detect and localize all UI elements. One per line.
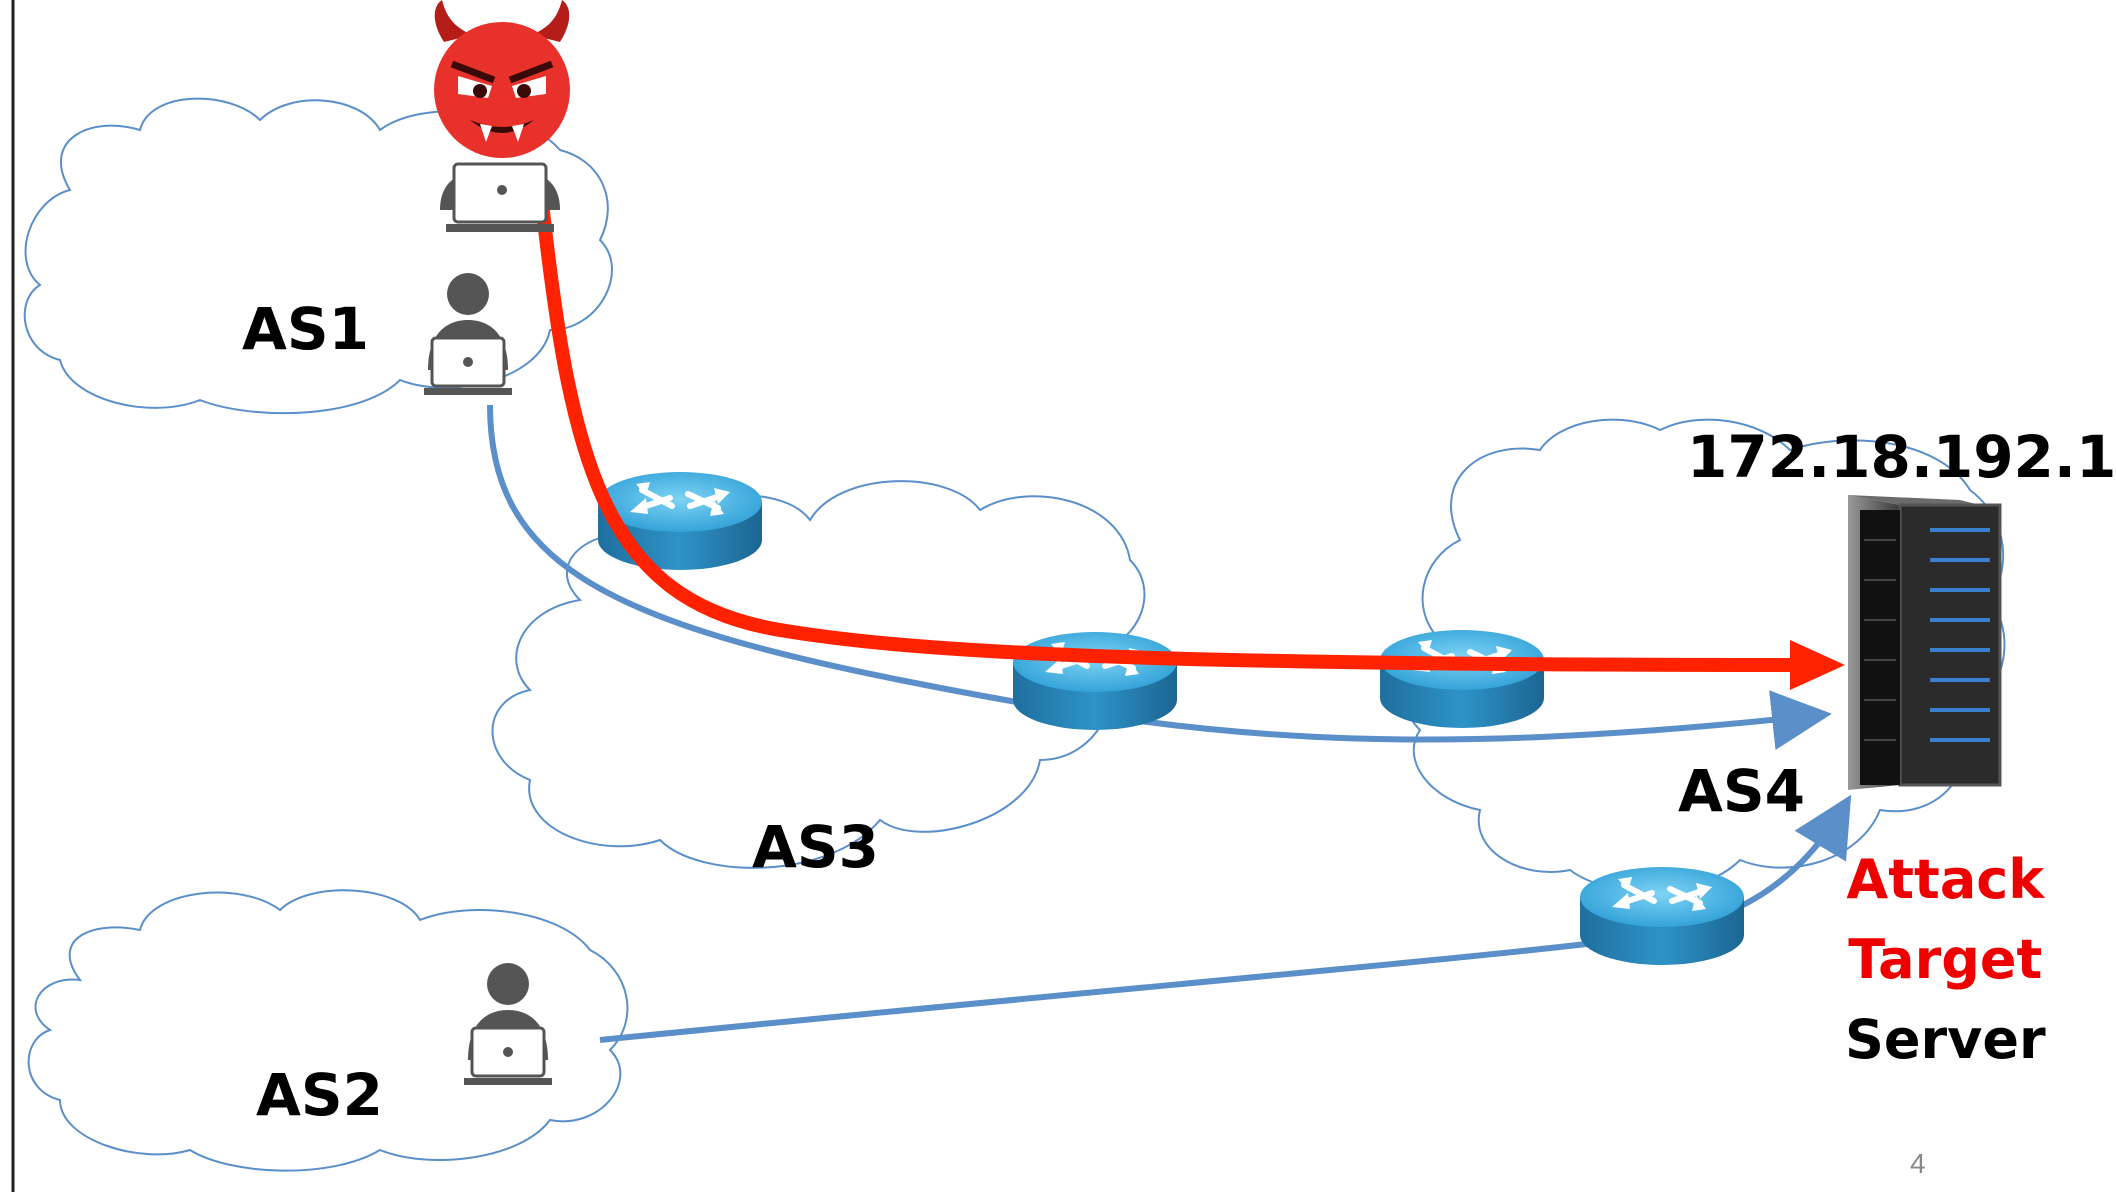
user-as1-icon xyxy=(422,271,514,397)
attacker-laptop-icon xyxy=(440,162,560,232)
attacker-devil-icon xyxy=(434,0,570,158)
as4-label: AS4 xyxy=(1678,757,1806,825)
as2-label: AS2 xyxy=(256,1061,384,1129)
as3-label: AS3 xyxy=(752,813,880,881)
user-as2-icon xyxy=(462,961,554,1087)
slide-number: 4 xyxy=(1910,1148,1926,1179)
cloud-as2-icon xyxy=(27,889,629,1172)
clouds xyxy=(23,97,2006,1172)
cloud-as1-icon xyxy=(23,97,613,415)
network-diagram xyxy=(11,0,2006,1192)
as1-label: AS1 xyxy=(242,295,370,363)
router-as4-a-icon xyxy=(1380,630,1544,728)
server-rack-icon xyxy=(1848,495,2002,790)
server-caption-server: Server xyxy=(1845,1008,2046,1071)
attack-arrowhead xyxy=(1790,640,1845,690)
server-caption-target: Target xyxy=(1848,928,2043,991)
router-as4-b-icon xyxy=(1580,867,1744,965)
normal-path-as1 xyxy=(487,404,1832,750)
server-caption: Attack Target Server xyxy=(1845,840,2046,1080)
normal-path-as2 xyxy=(599,794,1852,1043)
attack-path xyxy=(533,184,1791,672)
server-caption-attack: Attack xyxy=(1846,848,2045,911)
server-ip-label: 172.18.192.1 xyxy=(1687,423,2116,491)
